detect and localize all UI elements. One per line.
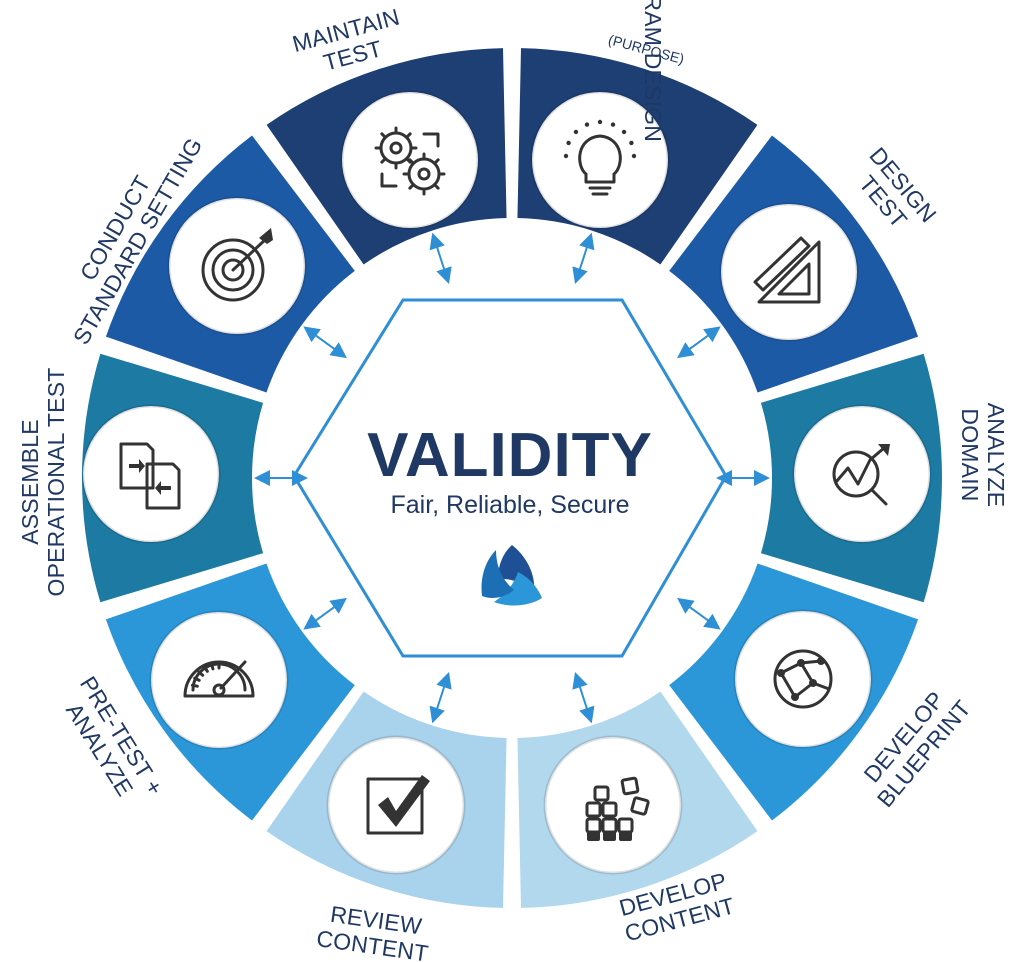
segment-label-program-design: PROGRAM DESIGN: [640, 0, 666, 142]
documents-icon: [81, 404, 221, 544]
lightbulb-icon: [530, 90, 670, 230]
connector-arrow: [429, 672, 452, 724]
segment-label-line: PROGRAM DESIGN: [640, 0, 666, 142]
segment-label-assemble-operational-test: ASSEMBLEOPERATIONAL TEST: [17, 368, 69, 597]
connector-arrow: [572, 672, 595, 724]
gears-icon: [340, 90, 480, 230]
segment-label-line: ASSEMBLE: [17, 419, 43, 545]
speedometer-icon: [149, 610, 289, 750]
segment-label-line: OPERATIONAL TEST: [43, 368, 69, 597]
connector-arrow: [677, 597, 721, 630]
segment-label-line: DOMAIN: [957, 408, 983, 501]
target-icon: [167, 196, 307, 336]
connector-arrow: [303, 326, 347, 359]
checkbox-icon: [326, 735, 466, 875]
center-hexagon: [292, 298, 728, 658]
blocks-icon: [543, 735, 683, 875]
connector-arrow: [429, 232, 452, 284]
connector-arrow: [303, 597, 347, 630]
segment-label-line: ANALYZE: [983, 403, 1009, 508]
magnifier-chart-icon: [792, 404, 932, 544]
segment-label-review-content: REVIEWCONTENT: [315, 899, 434, 962]
center-subtitle: Fair, Reliable, Secure: [390, 491, 629, 519]
center-title: VALIDITY: [367, 421, 653, 490]
connector-arrow: [677, 326, 721, 359]
drafting-tools-icon: [719, 202, 859, 342]
segment-label-analyze-domain: ANALYZEDOMAIN: [957, 403, 1009, 508]
network-globe-icon: [733, 609, 873, 749]
connector-arrow: [572, 232, 595, 284]
company-logo: [481, 545, 542, 606]
